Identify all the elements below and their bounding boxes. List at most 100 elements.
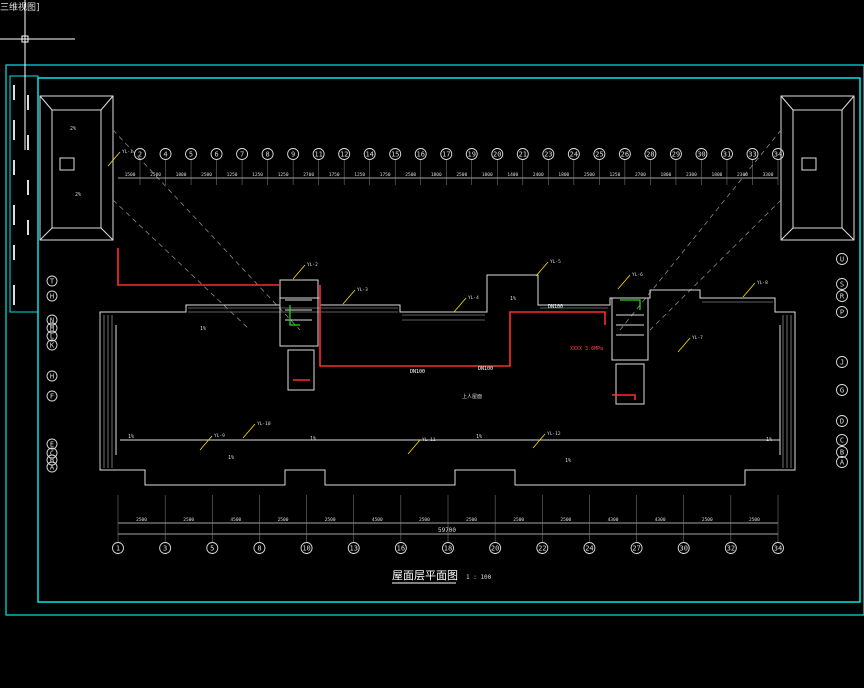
svg-text:K: K — [50, 341, 55, 349]
bottom-axis-20: 20 — [489, 542, 502, 554]
top-dim-text: 1500 — [125, 172, 136, 178]
top-axis-34: 34 — [772, 148, 784, 160]
svg-text:20: 20 — [491, 544, 499, 552]
top-dim-text: 1800 — [431, 172, 442, 178]
svg-text:N: N — [50, 316, 54, 324]
top-dim-text: 2400 — [533, 172, 544, 178]
svg-text:YL-8: YL-8 — [757, 280, 768, 286]
bottom-dim-text: 4500 — [230, 517, 241, 523]
slope-label: 1% — [228, 455, 234, 461]
roof-outline — [99, 274, 796, 486]
stair-roof-right — [780, 95, 855, 241]
top-axis-2: 2 — [134, 148, 146, 160]
top-dim-text: 2500 — [201, 172, 212, 178]
right-axis-J: J — [836, 356, 848, 368]
top-axis-12: 12 — [338, 148, 351, 160]
bottom-axis-13: 13 — [347, 542, 360, 554]
bottom-dim-text: 2500 — [419, 517, 430, 523]
slope-label: 1% — [565, 458, 571, 464]
svg-text:F: F — [50, 392, 54, 400]
slope-label: 1% — [510, 296, 516, 302]
svg-text:11: 11 — [314, 150, 322, 158]
green-pipes — [289, 299, 641, 326]
tag-YL-10: YL-10 — [242, 421, 271, 439]
left-axis-H: H — [46, 290, 58, 302]
note-top-left: 上人屋面 — [462, 393, 482, 400]
svg-text:20: 20 — [493, 150, 501, 158]
left-title-strip-marks — [13, 85, 29, 305]
left-axis-N: N — [46, 314, 58, 326]
svg-text:6: 6 — [214, 150, 218, 158]
svg-text:H: H — [50, 372, 54, 380]
svg-text:5: 5 — [189, 150, 193, 158]
left-axis-A: A — [46, 461, 58, 473]
bottom-dim-text: 2500 — [513, 517, 524, 523]
slope-label: 2% — [70, 126, 76, 132]
bottom-axis-34: 34 — [772, 542, 784, 554]
inner-border — [37, 77, 861, 603]
top-dim-text: 2300 — [686, 172, 697, 178]
svg-text:14: 14 — [365, 150, 373, 158]
svg-text:22: 22 — [538, 544, 546, 552]
svg-text:16: 16 — [397, 544, 405, 552]
svg-text:18: 18 — [444, 544, 452, 552]
svg-text:M: M — [50, 324, 54, 332]
left-axis-H: H — [46, 370, 58, 382]
svg-text:R: R — [840, 292, 845, 300]
tag-YL-1: YL-1 — [107, 149, 133, 167]
bottom-dim-text: 2500 — [136, 517, 147, 523]
svg-text:YL-3: YL-3 — [357, 287, 368, 293]
tag-YL-11: YL-11 — [407, 437, 436, 455]
top-dim-text: 1250 — [278, 172, 289, 178]
svg-text:8: 8 — [265, 150, 269, 158]
svg-text:25: 25 — [595, 150, 603, 158]
pipe-tags: YL-1YL-2YL-3YL-4YL-5YL-6YL-7YL-8YL-9YL-1… — [107, 149, 768, 455]
tag-YL-3: YL-3 — [342, 287, 368, 305]
svg-text:YL-6: YL-6 — [632, 272, 643, 278]
svg-text:28: 28 — [646, 150, 654, 158]
top-dim-text: 1800 — [660, 172, 671, 178]
drain-pipes — [117, 248, 636, 400]
slope-label: 1% — [310, 436, 316, 442]
top-dim-text: 2500 — [456, 172, 467, 178]
svg-text:10: 10 — [302, 544, 310, 552]
bottom-dim-text: 2500 — [702, 517, 713, 523]
svg-text:C: C — [840, 436, 844, 444]
svg-text:1: 1 — [116, 544, 120, 552]
right-axis-A: A — [836, 456, 848, 468]
svg-text:YL-1: YL-1 — [122, 149, 133, 155]
top-dim-text: 2300 — [737, 172, 748, 178]
stair-shaft-right — [611, 297, 649, 405]
top-dim-text: 2700 — [303, 172, 314, 178]
svg-text:2: 2 — [138, 150, 142, 158]
top-axis-bubbles: 2150042500518006250071250812509125011270… — [125, 148, 784, 185]
left-title-strip — [9, 75, 39, 313]
tag-YL-8: YL-8 — [742, 280, 768, 298]
top-axis-31: 31 — [721, 148, 733, 160]
top-dim-text: 1250 — [227, 172, 238, 178]
svg-text:L: L — [50, 332, 54, 340]
right-axis-B: B — [836, 446, 848, 458]
left-axis-L: L — [46, 330, 58, 342]
svg-text:16: 16 — [417, 150, 425, 158]
dashed-guides — [112, 129, 782, 331]
tag-YL-2: YL-2 — [292, 262, 318, 280]
parapet-hatch — [99, 301, 792, 468]
top-dim-text: 2500 — [150, 172, 161, 178]
bottom-axis-32: 32 — [724, 542, 737, 554]
bottom-axis-1: 1 — [112, 542, 124, 554]
svg-text:C: C — [50, 449, 54, 457]
tag-YL-7: YL-7 — [677, 335, 703, 353]
left-axis-B: B — [46, 454, 58, 466]
svg-text:4: 4 — [163, 150, 167, 158]
bottom-axis-bubbles: 1250032500545008250010250013450016250018… — [112, 495, 784, 554]
right-axis-D: D — [836, 415, 848, 427]
top-axis-30: 30 — [695, 148, 708, 160]
total-dimension: 59700 — [438, 527, 456, 534]
top-dim-text: 1800 — [558, 172, 569, 178]
bottom-axis-5: 5 — [206, 542, 219, 554]
top-dim-text: 1250 — [609, 172, 620, 178]
top-dim-text: 2500 — [584, 172, 595, 178]
